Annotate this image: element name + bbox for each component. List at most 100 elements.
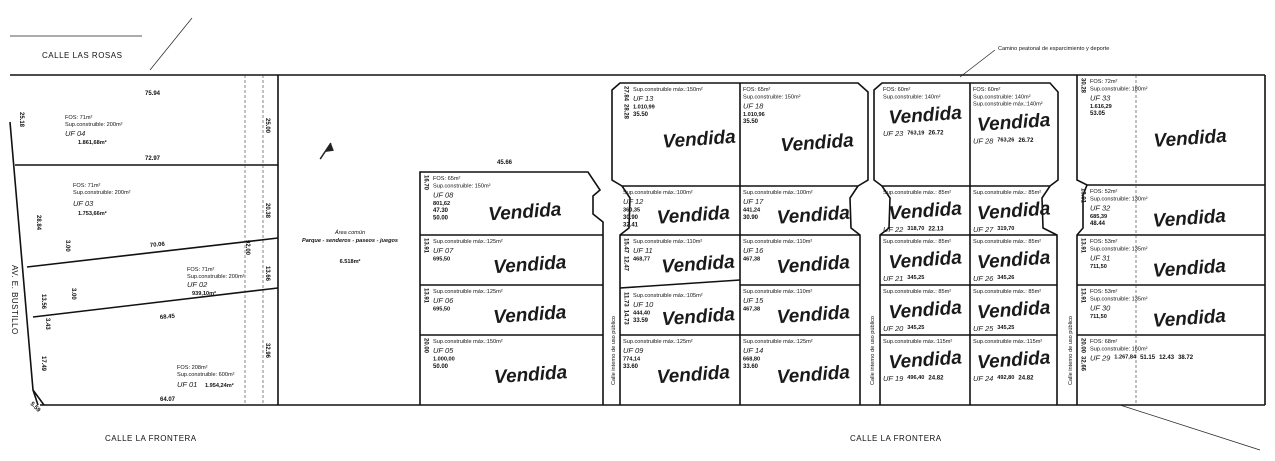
dimension-label: 26.72 [928, 131, 944, 137]
lot-id: UF 17 [743, 197, 764, 206]
dimension-label: 25.00 [264, 118, 270, 134]
dimension-label: 22.13 [928, 227, 944, 233]
dimension-label: 92.00 [244, 240, 250, 256]
sold-stamp: Vendida [1153, 126, 1228, 152]
sold-stamp: Vendida [656, 203, 731, 229]
sold-stamp: Vendida [1152, 306, 1227, 332]
lot-buildable-area: Sup.construible: 140m² [973, 94, 1031, 100]
lot-area: 345,25 [907, 325, 924, 331]
sold-stamp: Vendida [888, 247, 963, 273]
lot-id: UF 31 [1090, 253, 1110, 262]
lot-buildable-area: Sup.construible: 150m² [433, 183, 491, 189]
dimension-label: 27.84 [623, 86, 629, 102]
lot-buildable-area: Sup.construible: 135m² [1090, 296, 1148, 302]
dimension-label: 11.73 [623, 292, 629, 307]
lot-buildable-area: Sup.construible máx.: 85m² [883, 190, 951, 196]
sold-stamp: Vendida [776, 252, 851, 278]
lot-area: 763,19 [907, 130, 924, 136]
lot-buildable-area: Sup.construible máx.:150m² [433, 339, 503, 345]
lot-id: UF 05 [433, 346, 454, 355]
dimension-label: 33.60 [623, 364, 639, 370]
lot-id: UF 12 [623, 197, 644, 206]
lot-id: UF 03 [73, 199, 94, 208]
lot-area: 444,40 [633, 311, 650, 317]
lot-area: 468,77 [633, 257, 650, 263]
lot-id: UF 27 [973, 225, 994, 234]
dimension-label: 12.47 [623, 256, 629, 272]
dimension-label: 13.56 [40, 294, 46, 310]
lot-area: 441,24 [743, 208, 761, 214]
dimension-label: 13.91 [423, 238, 429, 254]
lot-id: UF 07 [433, 246, 454, 255]
lot-buildable-area: Sup.construible máx.:110m² [743, 289, 812, 295]
lot-id: UF 02 [187, 280, 208, 289]
lot-max-buildable-area: Sup.construible máx.:140m² [973, 102, 1043, 108]
lot-buildable-area: Sup.construible: 140m² [883, 94, 941, 100]
lot-area: 801,62 [433, 201, 450, 207]
lot-id: UF 16 [743, 246, 764, 255]
dimension-label: 20.00 [423, 338, 429, 354]
lot-area: 1.010,96 [743, 112, 765, 118]
lot-area: 319,70 [997, 226, 1014, 232]
dimension-label: 24.82 [928, 376, 944, 382]
sold-stamp: Vendida [662, 127, 737, 153]
dimension-label: 24.82 [1018, 376, 1034, 382]
sold-stamp: Vendida [488, 199, 563, 225]
dimension-label: 30.90 [743, 215, 759, 221]
north-arrow-icon [319, 142, 334, 160]
dimension-label: 3.00 [64, 240, 70, 252]
dimension-label: 68.45 [160, 314, 176, 321]
lot-buildable-area: Sup.construible: 160m² [1090, 346, 1148, 352]
internal-street-label: Calle interno de uso público [611, 316, 617, 385]
dimension-label: 3.43 [44, 318, 50, 330]
lot-buildable-area: Sup.construible máx.: 85m² [973, 239, 1041, 245]
lot-id: UF 01 [177, 380, 197, 389]
lot-buildable-area: Sup.construible máx.:110m² [633, 239, 702, 245]
sold-stamp: Vendida [780, 130, 855, 156]
lot-id: UF 30 [1090, 303, 1111, 312]
lot-id: UF 08 [433, 190, 454, 199]
dimension-label: 35.50 [633, 112, 649, 118]
lot-area: 1.010,99 [633, 105, 655, 111]
dimension-label: 30.28 [1080, 78, 1086, 94]
lot-buildable-area: Sup.construible: 200m² [73, 190, 131, 196]
dimension-label: 45.66 [497, 160, 513, 166]
lot-area: 695,50 [433, 257, 450, 263]
lot-buildable-area: Sup.construible máx.: 85m² [973, 190, 1041, 196]
lot-fos: FOS: 60m² [883, 87, 910, 93]
